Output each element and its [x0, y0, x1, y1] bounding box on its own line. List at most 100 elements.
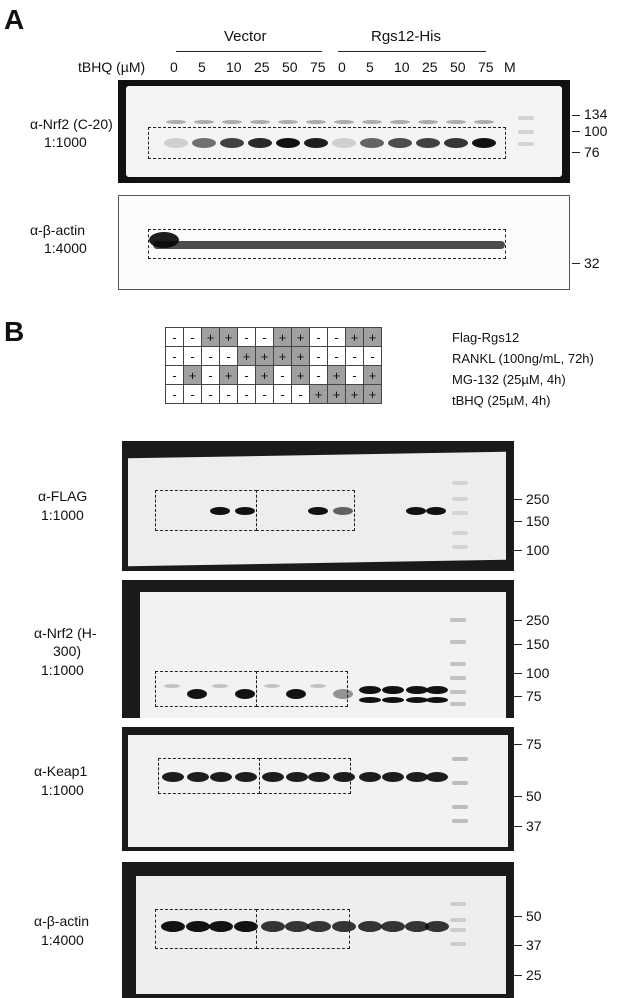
blot-band	[333, 689, 353, 699]
treatment-label: tBHQ (25µM, 4h)	[452, 393, 551, 408]
blot-band	[220, 138, 244, 148]
blot-a-actin-image	[118, 195, 570, 290]
blot-band	[332, 138, 356, 148]
treatment-cell: -	[363, 346, 382, 366]
treatment-cell: -	[165, 327, 184, 347]
ladder-band	[450, 676, 466, 680]
blot-band	[212, 684, 228, 688]
blot-band	[222, 120, 242, 124]
blot-band	[472, 138, 496, 148]
mw-marker: 100	[584, 123, 608, 139]
treatment-cell: -	[237, 384, 256, 404]
treatment-cell: +	[291, 346, 310, 366]
mw-tick	[514, 644, 522, 645]
blot-band	[426, 686, 448, 694]
blot-band	[333, 507, 353, 515]
blot-band	[286, 689, 306, 699]
blot-band	[446, 120, 466, 124]
treatment-cell: -	[273, 384, 292, 404]
blot-band	[194, 120, 214, 124]
treatment-cell: +	[345, 327, 364, 347]
ladder-band	[450, 918, 466, 922]
blot-a2-dilution: 1:4000	[44, 240, 87, 256]
blot-b1-dilution: 1:1000	[41, 507, 84, 523]
treatment-cell: -	[345, 365, 364, 385]
concentration-label: 0	[338, 59, 346, 75]
ladder-band	[452, 781, 468, 785]
ladder-band	[452, 545, 468, 549]
blot-band	[360, 138, 384, 148]
concentration-label: 5	[366, 59, 374, 75]
concentration-label: 5	[198, 59, 206, 75]
treatment-cell: -	[291, 384, 310, 404]
blot-b3-box-right	[259, 758, 351, 794]
treatment-cell: +	[255, 346, 274, 366]
blot-band	[310, 684, 326, 688]
treatment-cell: -	[183, 346, 202, 366]
blot-band	[149, 232, 179, 248]
blot-band	[187, 772, 209, 782]
blot-band	[210, 507, 230, 515]
ladder-band	[450, 942, 466, 946]
ladder-band	[518, 130, 534, 134]
mw-tick	[514, 945, 522, 946]
treatment-cell: -	[237, 327, 256, 347]
mw-marker: 150	[526, 636, 550, 652]
treatment-cell: -	[273, 365, 292, 385]
mw-marker: 32	[584, 255, 600, 271]
blot-b1-box-right	[256, 490, 355, 531]
ladder-band	[450, 618, 466, 622]
blot-b2-dilution: 1:1000	[41, 662, 84, 678]
mw-tick	[514, 521, 522, 522]
mw-tick	[514, 696, 522, 697]
blot-band	[234, 921, 258, 932]
treatment-cell: -	[345, 346, 364, 366]
treatment-label: Flag-Rgs12	[452, 330, 520, 345]
blot-band	[248, 138, 272, 148]
mw-tick	[514, 673, 522, 674]
blot-band	[426, 507, 446, 515]
treatment-cell: +	[255, 365, 274, 385]
blot-band	[278, 120, 298, 124]
ladder-band	[450, 928, 466, 932]
blot-band	[276, 138, 300, 148]
blot-band	[382, 697, 404, 703]
treatment-cell: +	[309, 384, 328, 404]
blot-band	[406, 686, 428, 694]
treatment-cell: -	[165, 365, 184, 385]
blot-band	[426, 772, 448, 782]
treatment-cell: -	[309, 365, 328, 385]
blot-band	[381, 921, 405, 932]
blot-b3-dilution: 1:1000	[41, 782, 84, 798]
ladder-band	[450, 902, 466, 906]
treatment-cell: +	[363, 365, 382, 385]
blot-band	[262, 772, 284, 782]
blot-band	[418, 120, 438, 124]
mw-marker: 50	[526, 788, 542, 804]
concentration-label: 10	[226, 59, 242, 75]
mw-tick	[514, 620, 522, 621]
mw-tick	[514, 744, 522, 745]
concentration-label: 75	[310, 59, 326, 75]
actin-band	[153, 241, 505, 249]
mw-marker: 75	[526, 736, 542, 752]
ladder-band	[452, 531, 468, 535]
blot-band	[209, 921, 233, 932]
blot-band	[286, 772, 308, 782]
ladder-band	[452, 805, 468, 809]
mw-marker: 150	[526, 513, 550, 529]
blot-band	[306, 120, 326, 124]
blot-band	[235, 507, 255, 515]
concentration-label: 25	[422, 59, 438, 75]
blot-b3-box-left	[158, 758, 260, 794]
blot-band	[416, 138, 440, 148]
treatment-row: ----++++----	[165, 346, 382, 366]
blot-b-nrf2-image	[122, 580, 514, 718]
mw-marker: 250	[526, 612, 550, 628]
treatment-cell: -	[309, 346, 328, 366]
concentration-label: M	[504, 59, 516, 75]
blot-b1-box-left	[155, 490, 257, 531]
treatment-row: --++--++--++	[165, 327, 382, 347]
group-line-vector	[176, 51, 322, 52]
